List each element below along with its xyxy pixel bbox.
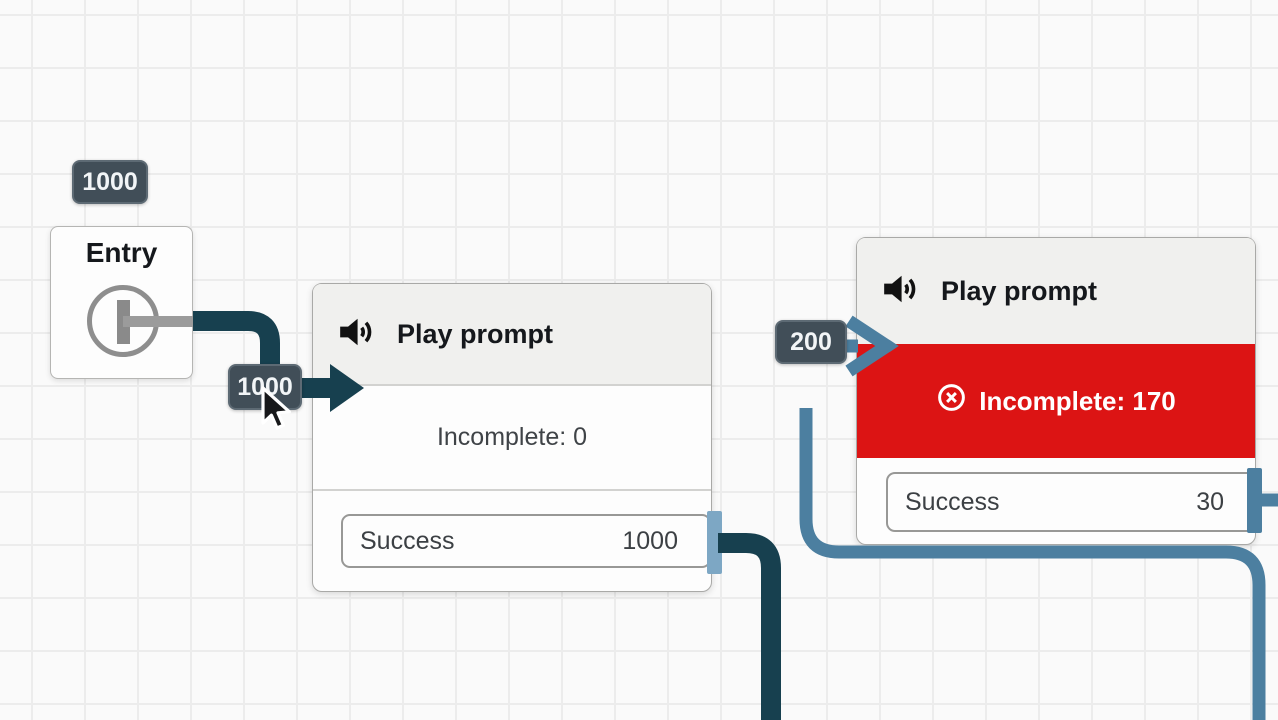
node1-outputs: Success 1000 [313, 491, 711, 591]
entry-node-title: Entry [85, 237, 158, 268]
node2-input-count-badge: 200 [775, 320, 847, 364]
output-count: 30 [1196, 487, 1224, 516]
output-label: Success [360, 526, 455, 555]
entry-port-connector [123, 316, 195, 327]
circled-x-icon [936, 382, 967, 420]
success-output-row[interactable]: Success 30 [886, 472, 1257, 532]
play-prompt-node-1[interactable]: Play prompt Incomplete: 0 Success 1000 [312, 283, 712, 592]
entry-node[interactable]: Entry [50, 226, 195, 379]
entry-count-badge: 1000 [72, 160, 148, 204]
node2-success-port[interactable] [1247, 468, 1262, 533]
wire-into-node2 [799, 408, 1266, 720]
arrowhead-node1-input [330, 364, 364, 412]
incomplete-error-band: Incomplete: 170 [857, 344, 1255, 458]
output-count: 1000 [622, 526, 678, 555]
error-label: Incomplete: 170 [979, 385, 1176, 416]
play-prompt-node-2[interactable]: Play prompt Incomplete: 170 Success 30 [856, 237, 1257, 545]
play-prompt-1-header: Play prompt [313, 284, 711, 386]
arrowhead-node2-input [845, 315, 899, 377]
success-output-row[interactable]: Success 1000 [341, 514, 711, 568]
output-label: Success [905, 487, 1000, 516]
node-title: Play prompt [941, 275, 1098, 306]
speaker-icon [337, 313, 375, 356]
mouse-cursor [253, 382, 303, 439]
play-prompt-2-header: Play prompt [857, 238, 1255, 344]
wire-node1-success-out [718, 533, 781, 720]
node1-success-port[interactable] [707, 511, 722, 574]
node-title: Play prompt [397, 318, 554, 349]
node1-status-text: Incomplete: 0 [313, 386, 711, 491]
speaker-icon [881, 270, 919, 313]
